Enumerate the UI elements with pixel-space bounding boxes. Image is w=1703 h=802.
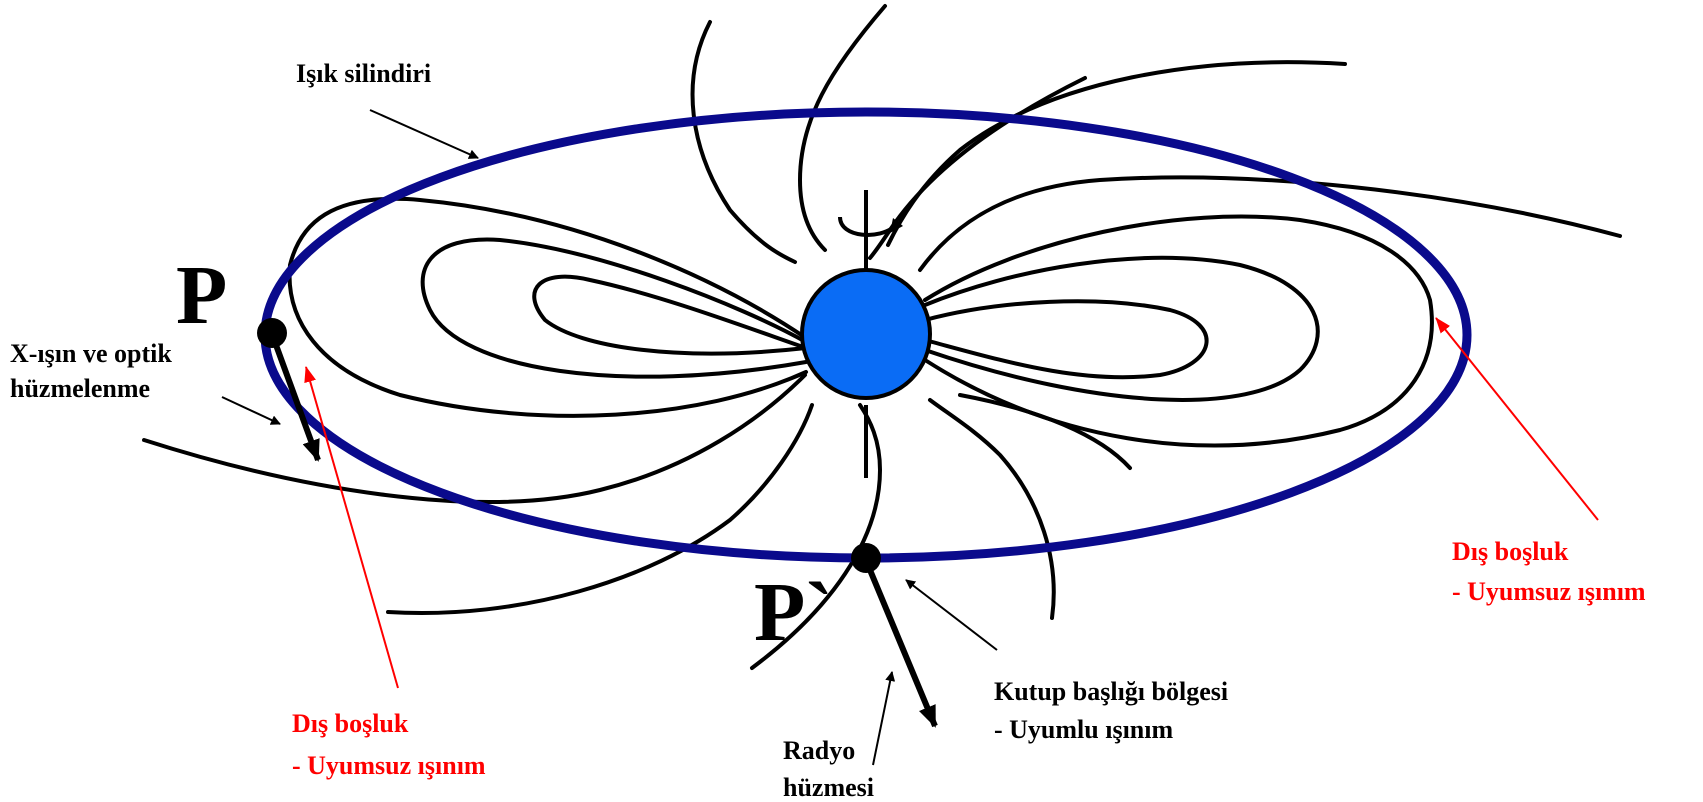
field-lines xyxy=(142,4,1622,670)
rotation-arrow-icon xyxy=(838,216,897,237)
outer-gap-left-label-line2: - Uyumsuz ışınım xyxy=(292,751,486,780)
outer-gap-right-label-line1: Dış boşluk xyxy=(1452,537,1569,566)
rotation-arrowhead-icon xyxy=(890,218,903,233)
field-line-open-bottom-2 xyxy=(750,403,882,670)
xray-beam-arrow xyxy=(273,343,321,462)
field-line-open-bottom-right xyxy=(958,393,1132,470)
point-p-prime-dot xyxy=(851,543,881,573)
outer-gap-right-label-line2: - Uyumsuz ışınım xyxy=(1452,577,1646,606)
field-line-loop-mid-left xyxy=(420,237,808,379)
field-line-loop-inner-right xyxy=(923,299,1209,380)
field-line-open-bottom-1 xyxy=(386,403,814,615)
xray-label-pointer xyxy=(221,396,281,425)
field-line-open-top-3 xyxy=(868,76,1087,260)
point-p-label: P xyxy=(176,249,227,342)
outer-gap-left-label-line1: Dış boşluk xyxy=(292,709,409,738)
outer-gap-right-pointer xyxy=(1435,317,1599,521)
xray-optical-label-line2: hüzmelenme xyxy=(10,374,150,403)
field-line-loop-inner-left xyxy=(532,274,808,356)
field-line-loop-outer-left xyxy=(287,196,808,418)
field-line-loop-outer-right xyxy=(923,214,1434,448)
field-line-loop-mid-right xyxy=(923,255,1320,402)
polar-cap-pointer xyxy=(905,579,998,651)
radio-beam-label-line2: hüzmesi xyxy=(783,773,874,802)
light-cylinder-label: Işık silindiri xyxy=(296,59,431,88)
polar-cap-label-line2: - Uyumlu ışınım xyxy=(994,715,1173,744)
point-p-prime-label: P` xyxy=(754,566,833,659)
field-line-open-bottom-3 xyxy=(928,398,1056,620)
radio-label-pointer xyxy=(872,671,896,766)
field-line-open-left-long xyxy=(142,373,807,504)
polar-cap-label-line1: Kutup başlığı bölgesi xyxy=(994,677,1228,706)
xray-optical-label-line1: X-ışın ve optik xyxy=(10,339,172,368)
radio-beam-arrow xyxy=(867,568,938,728)
outer-gap-left-pointer xyxy=(304,366,399,689)
field-line-open-top-2 xyxy=(798,4,887,252)
point-p-dot xyxy=(257,318,287,348)
field-line-open-right-long xyxy=(918,175,1622,272)
light-cylinder-pointer xyxy=(369,109,479,159)
field-line-open-top-1 xyxy=(690,20,797,264)
radio-beam-label-line1: Radyo xyxy=(783,736,855,765)
neutron-star xyxy=(800,268,932,400)
